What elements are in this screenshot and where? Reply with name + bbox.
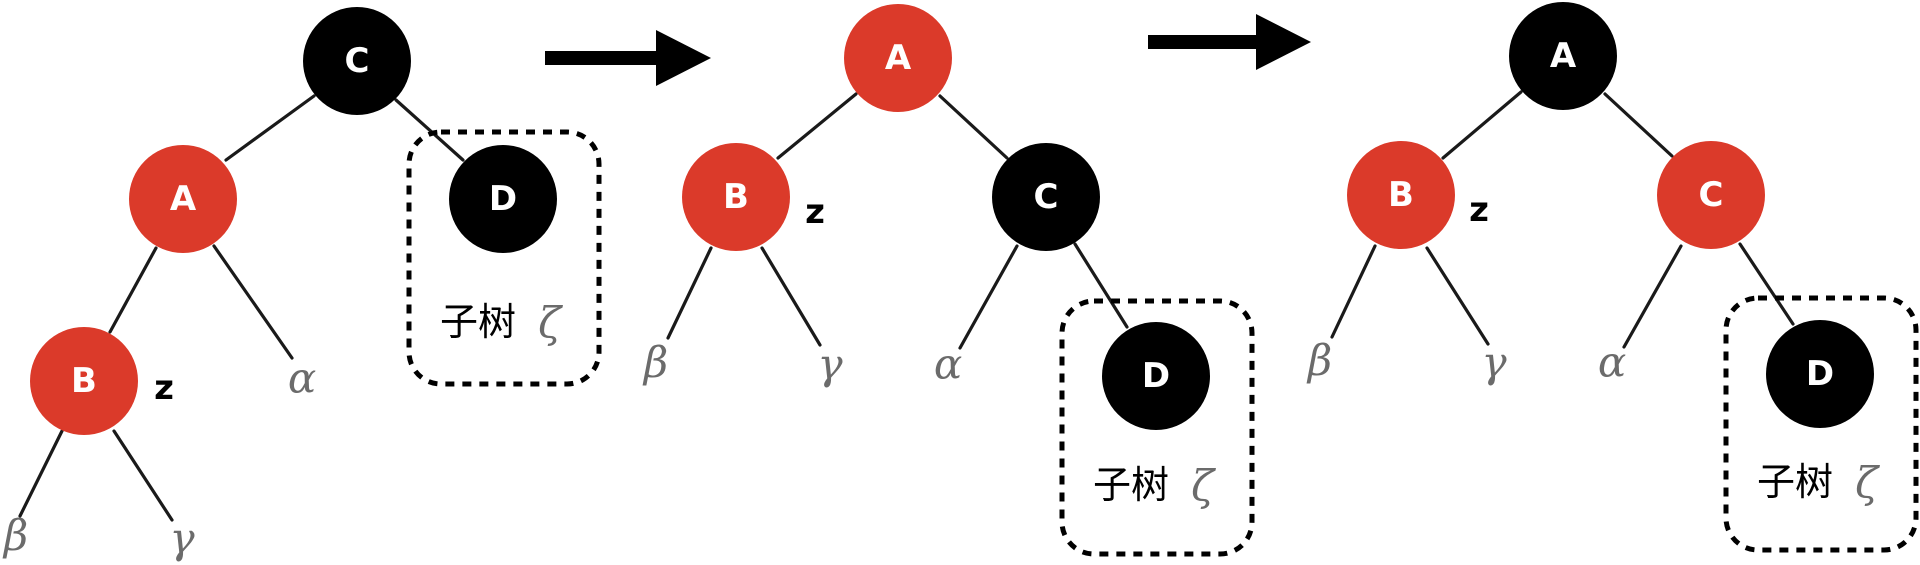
p2-node-c: C — [992, 143, 1100, 251]
p3-node-a: A — [1509, 2, 1617, 110]
p2-subtree-label: 子树 ζ — [1093, 461, 1216, 510]
p2-edge-c-d — [1073, 242, 1129, 329]
p2-subtree-label-text: 子树 — [1093, 463, 1169, 507]
p3-node-b-circle — [1347, 141, 1455, 249]
arrow-2-right-arrow-icon — [1148, 14, 1311, 70]
p2-z-label: z — [805, 192, 825, 232]
p2-node-c-label: C — [1034, 177, 1059, 217]
p1-node-d: D — [449, 145, 557, 253]
p1-node-d-circle — [449, 145, 557, 253]
p2-node-a-circle — [844, 4, 952, 112]
p3-edge-c-d — [1738, 242, 1795, 326]
p2-edge-c-alpha — [958, 244, 1019, 350]
p3-z-label: z — [1469, 190, 1489, 230]
p2-edge-a-c — [938, 94, 1009, 160]
p3-edge-a-b — [1441, 90, 1523, 160]
p1-edge-c-a — [224, 94, 316, 162]
p2-node-c-circle — [992, 143, 1100, 251]
p1-subtree-zeta-box — [406, 129, 602, 387]
p2-node-d-label: D — [1142, 356, 1170, 396]
p3-node-c-circle — [1657, 141, 1765, 249]
p2-edge-b-beta — [666, 246, 713, 340]
p1-edge-a-b — [108, 246, 158, 334]
p3-subtree-label-text: 子树 — [1757, 460, 1833, 504]
p1-leaf-beta: β — [2, 511, 28, 560]
p3-subtree-label: 子树 ζ — [1757, 458, 1880, 507]
p3-edge-c-alpha — [1622, 244, 1683, 349]
p1-edge-a-alpha — [212, 244, 294, 360]
p1-subtree-label-text: 子树 — [440, 300, 516, 344]
p1-leaf-gamma: γ — [169, 514, 195, 563]
p1-subtree-label: 子树 ζ — [440, 298, 563, 347]
p3-node-b-label: B — [1388, 175, 1414, 215]
p3-edge-a-c — [1603, 92, 1674, 158]
p1-leaf-alpha: α — [288, 354, 316, 403]
p1-edge-c-d — [394, 98, 465, 162]
panel-2-after-rotation: A B C D z β γ α 子树 ζ — [642, 4, 1255, 557]
p3-node-b: B — [1347, 141, 1455, 249]
p2-subtree-zeta-box — [1059, 298, 1255, 557]
p2-edge-a-b — [776, 92, 858, 160]
p1-node-b: B — [30, 327, 138, 435]
p2-leaf-gamma: γ — [817, 340, 843, 389]
p1-edge-b-gamma — [112, 429, 174, 522]
p3-node-d: D — [1766, 320, 1874, 428]
p1-node-c: C — [303, 7, 411, 115]
panel-1-initial-tree: C A D B z α β γ 子树 ζ — [2, 7, 602, 563]
p1-node-c-label: C — [345, 41, 370, 81]
p2-subtree-label-zeta: ζ — [1191, 461, 1216, 510]
p1-node-a-label: A — [170, 179, 197, 219]
p1-node-b-circle — [30, 327, 138, 435]
arrow-2-head — [1256, 14, 1311, 70]
p3-node-d-label: D — [1806, 354, 1834, 394]
p3-node-d-circle — [1766, 320, 1874, 428]
p1-node-c-circle — [303, 7, 411, 115]
p3-subtree-label-zeta: ζ — [1855, 458, 1880, 507]
p1-edge-b-beta — [18, 429, 64, 518]
p2-node-d-circle — [1102, 322, 1210, 430]
p1-node-b-label: B — [71, 361, 97, 401]
p1-node-a: A — [129, 145, 237, 253]
p1-node-a-circle — [129, 145, 237, 253]
p3-subtree-zeta-box — [1723, 295, 1919, 553]
p2-node-d: D — [1102, 322, 1210, 430]
p1-z-label: z — [154, 368, 174, 408]
p2-leaf-beta: β — [642, 338, 668, 387]
p3-node-a-circle — [1509, 2, 1617, 110]
p1-subtree-label-zeta: ζ — [538, 298, 563, 347]
arrow-1-right-arrow-icon — [545, 30, 711, 86]
p3-leaf-beta: β — [1306, 336, 1332, 385]
arrow-1-head — [656, 30, 711, 86]
p3-edge-b-gamma — [1425, 246, 1490, 346]
p2-node-a-label: A — [885, 38, 912, 78]
p3-leaf-alpha: α — [1598, 338, 1626, 387]
p3-node-c: C — [1657, 141, 1765, 249]
p2-node-b-circle — [682, 143, 790, 251]
p3-leaf-gamma: γ — [1481, 338, 1507, 387]
p3-edge-b-beta — [1330, 244, 1377, 339]
p3-node-c-label: C — [1699, 175, 1724, 215]
p2-leaf-alpha: α — [934, 340, 962, 389]
p2-node-b-label: B — [723, 177, 749, 217]
p2-node-a: A — [844, 4, 952, 112]
p1-node-d-label: D — [489, 179, 517, 219]
p2-edge-b-gamma — [760, 246, 822, 347]
p3-node-a-label: A — [1550, 36, 1577, 76]
panel-3-after-recolor: A B C D z β γ α 子树 ζ — [1306, 2, 1919, 553]
p2-node-b: B — [682, 143, 790, 251]
